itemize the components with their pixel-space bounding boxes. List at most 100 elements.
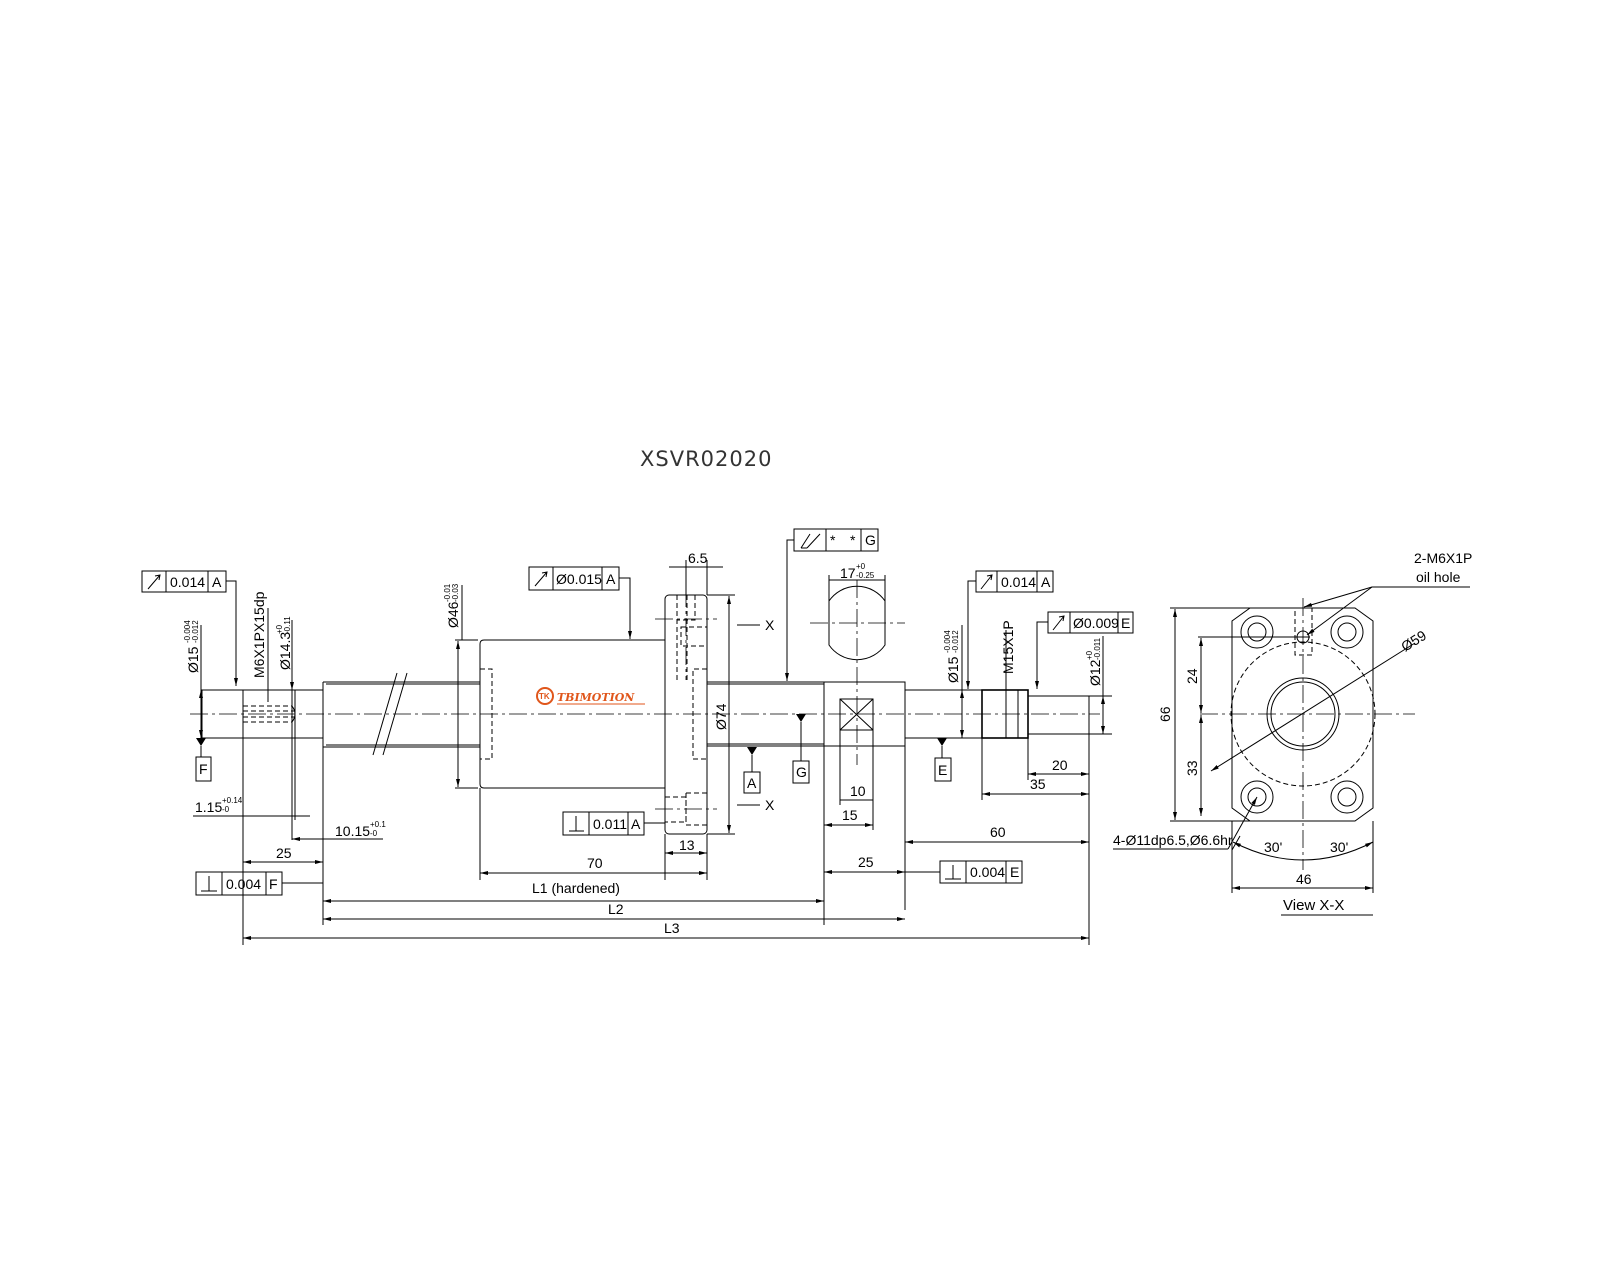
section-mark-x-bottom: X (765, 797, 775, 813)
svg-text:G: G (865, 532, 876, 548)
dimensions: Ø15 -0.004 -0.012 M6X1PX15dp Ø14.3 +0 -0… (183, 550, 1112, 945)
svg-text:+0: +0 (1085, 650, 1094, 660)
holes-note: 4-Ø11dp6.5,Ø6.6hr (1113, 832, 1233, 848)
dim-15: 15 (842, 807, 858, 823)
svg-text:+0: +0 (856, 562, 866, 571)
svg-text:-0: -0 (222, 805, 230, 814)
mid-shaft (707, 681, 824, 747)
svg-text:-0.03: -0.03 (451, 583, 460, 602)
break-line (372, 672, 398, 756)
svg-text:+0: +0 (275, 624, 284, 634)
svg-text:Ø15: Ø15 (945, 656, 961, 683)
perpendicularity-icon (201, 876, 217, 892)
datum-g: G (792, 714, 810, 784)
svg-text:E: E (938, 762, 947, 778)
fcf-total-runout: * * G (785, 528, 879, 681)
svg-text:TK: TK (539, 692, 550, 701)
dim-6-5: 6.5 (688, 550, 708, 566)
angle-right: 30' (1330, 839, 1348, 855)
total-runout-icon (800, 533, 821, 549)
svg-text:G: G (796, 764, 807, 780)
svg-text:+0.1: +0.1 (370, 820, 386, 829)
dim-L2: L2 (608, 901, 624, 917)
flange-outline (1231, 607, 1374, 822)
svg-text:0.014: 0.014 (1001, 574, 1036, 590)
view-label: View X-X (1283, 897, 1344, 914)
perpendicularity-icon (945, 865, 961, 880)
svg-text:10.15: 10.15 (335, 823, 370, 839)
main-view: TK TBIMOTION (190, 560, 1100, 835)
svg-text:-0.25: -0.25 (856, 571, 875, 580)
dim-25-right: 25 (858, 854, 874, 870)
svg-text:A: A (631, 816, 641, 832)
screw-shaft (322, 681, 480, 748)
svg-text:-0.012: -0.012 (191, 620, 200, 643)
svg-text:Ø15: Ø15 (185, 646, 201, 673)
drawing-title: XSVR02020 (640, 447, 772, 471)
dim-24: 24 (1184, 668, 1200, 684)
dim-17: 17 +0-0.25 (840, 562, 875, 581)
dim-70: 70 (587, 855, 603, 871)
runout-icon (980, 574, 993, 590)
dim-10: 10 (850, 783, 866, 799)
svg-text:E: E (1010, 864, 1019, 880)
svg-text:-0.11: -0.11 (283, 616, 292, 634)
svg-text:Ø12: Ø12 (1087, 659, 1103, 686)
svg-text:F: F (269, 876, 278, 892)
svg-text:A: A (606, 571, 616, 587)
dim-25-left: 25 (276, 845, 292, 861)
svg-text:Ø14.3: Ø14.3 (277, 632, 293, 670)
svg-text:-0.004: -0.004 (943, 630, 952, 653)
fcf-runout-right: 0.014 A (966, 570, 1054, 689)
datum-e: E (934, 738, 952, 782)
dim-60: 60 (990, 824, 1006, 840)
section-mark-x-top: X (765, 617, 775, 633)
svg-text:A: A (747, 775, 757, 791)
dim-35: 35 (1030, 776, 1046, 792)
dim-d15-right: Ø15 -0.004 -0.012 (943, 630, 961, 683)
oil-hole-note-2: oil hole (1416, 569, 1461, 585)
dim-d15-left: Ø15 -0.004 -0.012 (183, 620, 201, 673)
svg-text:0.011: 0.011 (593, 816, 627, 832)
svg-text:E: E (1121, 615, 1130, 631)
svg-text:TBIMOTION: TBIMOTION (557, 691, 635, 704)
fcf-perpendicularity-left: 0.004 F (195, 871, 323, 896)
datum-a: A (743, 747, 761, 794)
nut-body (479, 639, 666, 789)
dim-d46: Ø46 -0.01 -0.03 (443, 583, 461, 628)
end-view: Ø59 2-M6X1P oil hole 66 24 33 4-Ø11dp6.5… (1113, 550, 1472, 916)
angle-left: 30' (1264, 839, 1282, 855)
oil-hole-note-1: 2-M6X1P (1414, 550, 1472, 566)
svg-text:-0: -0 (370, 829, 378, 838)
svg-text:*: * (830, 532, 836, 548)
dim-L3: L3 (664, 920, 680, 936)
flats-section (810, 580, 905, 765)
dim-d12: Ø12 +0 -0.011 (1085, 637, 1103, 686)
svg-text:17: 17 (840, 565, 856, 581)
svg-text:+0.14: +0.14 (222, 796, 243, 805)
runout-icon (147, 574, 161, 590)
wrench-flat-symbol (839, 698, 874, 731)
svg-text:*: * (850, 532, 856, 548)
dim-groove-1-15: 1.15 +0.14-0 (195, 796, 243, 815)
dim-d74: Ø74 (713, 703, 729, 730)
dim-10-15: 10.15 +0.1-0 (335, 820, 386, 839)
svg-text:A: A (1041, 574, 1051, 590)
dim-46: 46 (1296, 871, 1312, 887)
svg-text:Ø0.009: Ø0.009 (1073, 615, 1119, 631)
svg-text:1.15: 1.15 (195, 799, 222, 815)
mounting-holes (1240, 615, 1364, 814)
dim-thread-right: M15X1P (1000, 620, 1016, 674)
perpendicularity-icon (569, 816, 584, 832)
svg-text:0.004: 0.004 (226, 876, 261, 892)
dim-20: 20 (1052, 757, 1068, 773)
svg-text:-0.011: -0.011 (1093, 637, 1102, 660)
svg-text:Ø0.015: Ø0.015 (556, 571, 602, 587)
end-journal (1027, 695, 1090, 735)
dim-d14-3: Ø14.3 +0 -0.11 (275, 616, 293, 670)
